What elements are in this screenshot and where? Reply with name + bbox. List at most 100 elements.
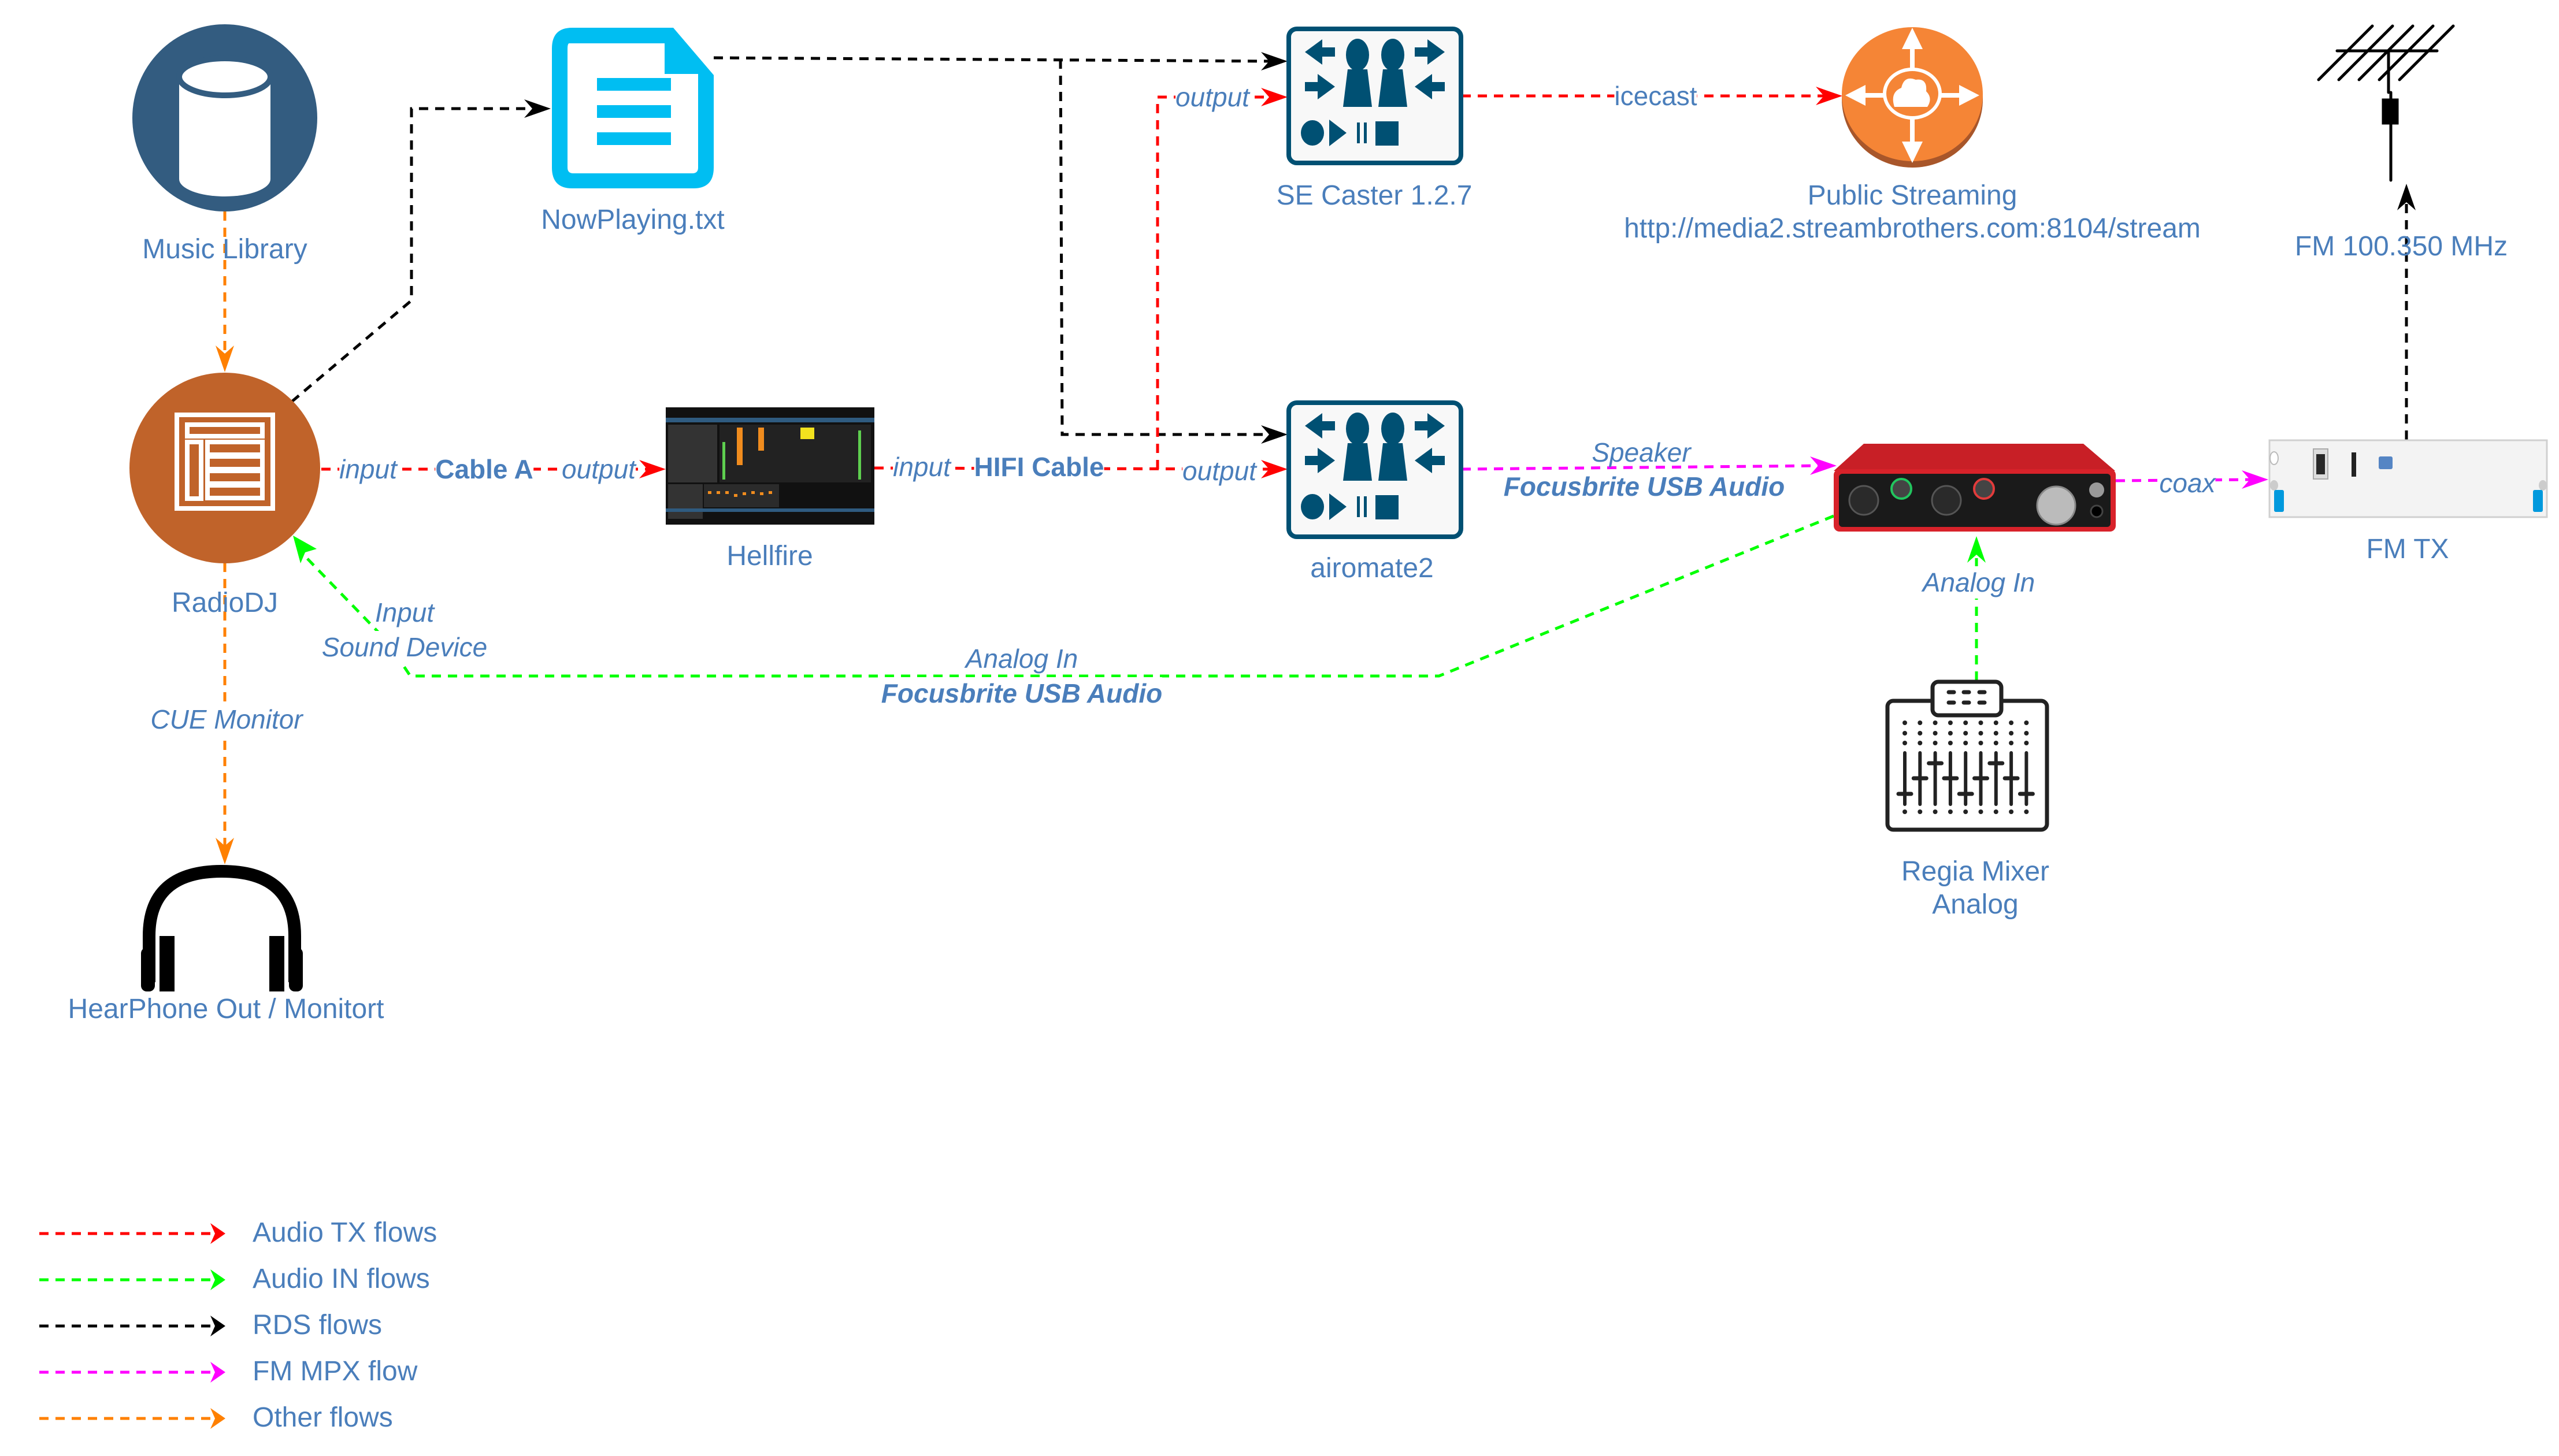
fm-tx-node[interactable] — [2268, 439, 2548, 518]
mixer-dot — [1993, 809, 1998, 814]
hellfire-meter — [858, 430, 861, 480]
legend-item-label: Audio TX flows — [253, 1217, 437, 1248]
edge-label-sound-device: Sound Device — [321, 631, 488, 663]
mixer-dot — [1963, 809, 1968, 814]
edge-focusrite-to-radiodj[interactable] — [305, 514, 1834, 678]
edge-hellfire-to-secaster[interactable] — [1156, 95, 1271, 469]
airomate2-label: airomate2 — [1310, 553, 1434, 584]
cloud-arrows-icon — [1845, 28, 1979, 163]
arrowhead-magenta-focusrite — [1810, 456, 1837, 475]
radiodj-node[interactable] — [129, 373, 320, 563]
mixer-dot — [1933, 731, 1938, 736]
arrowhead-magenta-fmtx — [2242, 470, 2268, 489]
legend-arrowhead — [210, 1223, 225, 1244]
headphone-jack — [2090, 504, 2104, 518]
mixer-dot — [1993, 741, 1998, 745]
headphones-icon — [141, 864, 303, 991]
radiodj-label: RadioDJ — [171, 588, 279, 618]
mixer-dot — [1978, 741, 1983, 745]
hellfire-bars — [737, 428, 743, 465]
fm-tx-handle — [2533, 490, 2543, 512]
mixer-dot — [1993, 720, 1998, 725]
xlr-input-2 — [1931, 485, 1962, 516]
mixer-dot — [1918, 741, 1923, 745]
mixer-dot — [2009, 720, 2014, 725]
headphone-knob — [2089, 482, 2104, 497]
ethernet-port-inner — [2316, 454, 2325, 474]
document-line — [597, 105, 671, 118]
headphones-node[interactable] — [141, 864, 303, 991]
mixer-dot — [1918, 809, 1923, 814]
mixer-dot — [1918, 731, 1923, 736]
mixer-dot — [1933, 809, 1938, 814]
legend — [39, 1223, 225, 1429]
mixer-dot — [1902, 720, 1907, 725]
edge-label-mixer-analog-in: Analog In — [1922, 566, 2035, 599]
hellfire-bars — [758, 428, 764, 451]
se-caster-node[interactable] — [1286, 27, 1463, 165]
mixer-dot — [1963, 720, 1968, 725]
edge-label-cable-a-output: output — [562, 453, 636, 485]
layout-window-icon — [175, 413, 275, 511]
airomate2-node[interactable] — [1286, 400, 1463, 539]
mixer-dot — [1918, 720, 1923, 725]
mixer-dot — [2009, 731, 2014, 736]
mixer-dot — [1948, 720, 1953, 725]
mixer-node[interactable] — [1885, 679, 2049, 832]
hellfire-panel — [668, 484, 703, 519]
db9-port — [2379, 456, 2393, 469]
usb-port — [2352, 452, 2356, 477]
antenna-node[interactable] — [2317, 24, 2455, 182]
arrowhead-black-secaster — [1261, 52, 1288, 70]
fm-tx-panel — [2268, 439, 2548, 518]
mixer-dot — [1948, 741, 1953, 745]
edge-label-focusrite-speaker: Focusbrite USB Audio — [1503, 471, 1785, 502]
legend-item-label: Audio IN flows — [253, 1264, 430, 1294]
headphones-label: HearPhone Out / Monitort — [68, 994, 384, 1024]
document-line — [597, 132, 671, 145]
antenna-frequency-label: FM 100.350 MHz — [2294, 231, 2508, 262]
legend-arrowhead — [210, 1408, 225, 1429]
fm-tx-handle — [2274, 490, 2284, 512]
mixer-dot — [1933, 741, 1938, 745]
edge-label-icecast: icecast — [1614, 80, 1697, 112]
edge-label-input: Input — [374, 597, 435, 627]
edge-label-focusrite-analog: Focusbrite USB Audio — [881, 677, 1163, 710]
music-library-label: Music Library — [142, 234, 307, 265]
edge-label-secaster-output: output — [1175, 81, 1249, 113]
hellfire-faders — [708, 491, 772, 497]
mixer-dot — [2024, 809, 2029, 814]
edge-label-coax: coax — [2159, 467, 2216, 499]
arrowhead-red-hellfire — [639, 460, 666, 478]
nowplaying-label: NowPlaying.txt — [541, 205, 725, 235]
public-streaming-node[interactable] — [1842, 27, 1983, 168]
legend-arrowhead — [210, 1269, 225, 1290]
mixer-faders — [1896, 720, 2035, 814]
mixer-dot — [2024, 720, 2029, 725]
edge-label-hifi-output: output — [1182, 455, 1256, 487]
edge-label-cable-a-input: input — [339, 453, 397, 485]
mixer-dot — [2024, 741, 2029, 745]
hellfire-status-bar — [666, 508, 874, 512]
focusrite-node[interactable] — [1834, 444, 2116, 532]
mixer-dot — [1902, 741, 1907, 745]
edge-label-hifi-input: input — [893, 451, 951, 483]
edge-airomate-to-focusrite[interactable] — [1461, 464, 1821, 471]
hellfire-panel — [666, 418, 874, 422]
mixer-dot — [1963, 741, 1968, 745]
edge-radiodj-to-nowplaying[interactable] — [291, 107, 535, 403]
hellfire-node[interactable] — [666, 407, 874, 525]
mixer-dot — [2024, 731, 2029, 736]
fm-tx-screw — [2539, 480, 2547, 491]
public-streaming-url[interactable]: http://media2.streambrothers.com:8104/st… — [1624, 213, 2201, 244]
music-library-node[interactable] — [132, 24, 317, 211]
hellfire-panel — [668, 425, 717, 482]
edge-nowplaying-to-secaster[interactable] — [713, 56, 1272, 63]
fm-tx-screw — [2269, 451, 2279, 465]
edge-nowplaying-to-airomate[interactable] — [1059, 59, 1271, 436]
arrowhead-orange-radiodj — [216, 346, 234, 372]
nowplaying-node[interactable] — [552, 28, 714, 188]
gain-knob-2 — [1973, 478, 1995, 500]
mixer-dot — [2009, 809, 2014, 814]
